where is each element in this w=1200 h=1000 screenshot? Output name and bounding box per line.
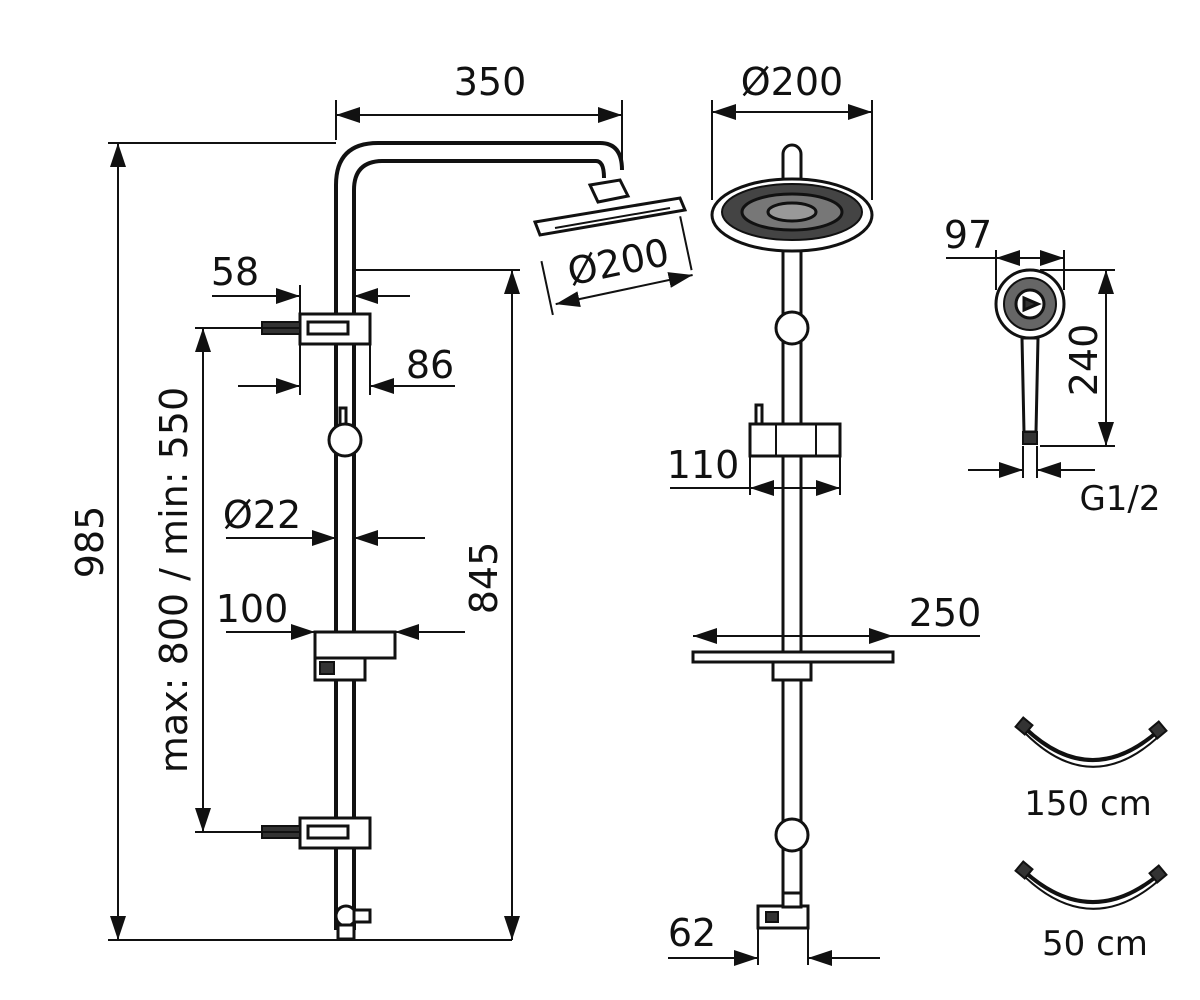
dim-hand-width: 97 xyxy=(944,213,992,257)
hose-short: 50 cm xyxy=(1014,860,1168,964)
hose-short-label: 50 cm xyxy=(1042,924,1148,964)
dim-arm-length: 350 xyxy=(454,60,527,104)
dim-bracket-depth: 86 xyxy=(406,343,454,387)
wall-bracket-bottom xyxy=(261,816,372,850)
dim-head-diameter-side: Ø200 xyxy=(564,230,673,294)
riser-pipe-outline-left xyxy=(334,141,624,930)
dim-bracket-width: 58 xyxy=(211,250,259,294)
dim-inlet-width: 62 xyxy=(668,911,716,955)
dim-head-diameter-front: Ø200 xyxy=(741,60,843,104)
dim-bracket-spacing: max: 800 / min: 550 xyxy=(152,387,196,773)
dim-total-height: 985 xyxy=(68,506,112,579)
side-inlet xyxy=(334,904,372,941)
side-shower-head xyxy=(532,178,688,237)
dim-diverter-width: 110 xyxy=(667,443,740,487)
side-holder xyxy=(313,630,397,682)
front-knob-top xyxy=(774,310,810,346)
front-knob-bottom xyxy=(774,817,810,853)
side-view: 350 Ø200 985 max: 800 / min: 550 845 58 xyxy=(68,60,693,941)
hose-long-label: 150 cm xyxy=(1024,784,1152,824)
hand-shower-view: 97 240 G1/2 xyxy=(944,213,1161,519)
hose-long: 150 cm xyxy=(1014,716,1168,824)
dim-rail-height: 845 xyxy=(462,542,506,615)
dim-hand-length: 240 xyxy=(1062,324,1106,397)
dim-shelf-width: 250 xyxy=(909,591,982,635)
front-shower-head xyxy=(710,177,874,253)
riser-pipe-outline-right xyxy=(352,159,606,930)
front-diverter xyxy=(748,403,842,458)
dim-holder-width: 100 xyxy=(216,587,289,631)
front-rail xyxy=(781,143,803,917)
dim-pipe-diameter: Ø22 xyxy=(223,493,301,537)
front-shelf xyxy=(691,650,895,682)
front-inlet xyxy=(756,891,810,930)
dim-hand-thread: G1/2 xyxy=(1079,479,1160,519)
side-diverter xyxy=(327,406,363,458)
front-view: Ø200 110 250 62 xyxy=(667,60,982,966)
